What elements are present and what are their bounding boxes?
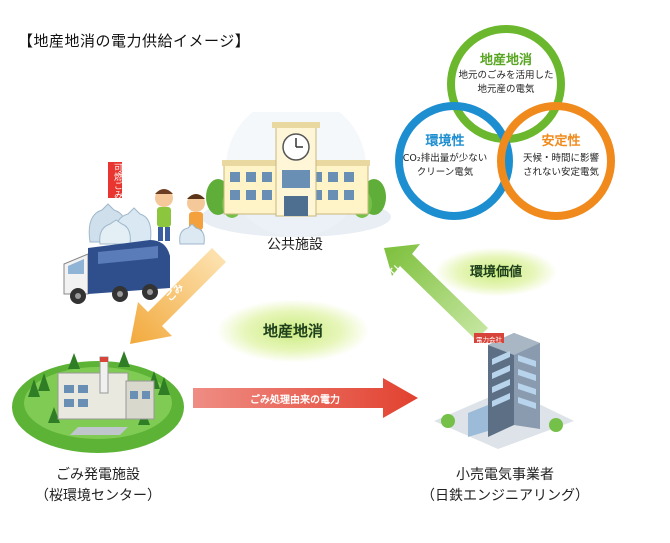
venn-env-line1: CO₂排出量が少ない bbox=[402, 153, 488, 164]
venn-stable-title: 安定性 bbox=[541, 134, 581, 149]
burnable-garbage-label: 可燃ごみ bbox=[112, 163, 122, 199]
center-label: 地産地消 bbox=[262, 322, 323, 340]
venn-stable-line2: されない安定電気 bbox=[522, 167, 599, 178]
venn-circle-stability bbox=[497, 102, 615, 220]
venn-local-line1: 地元のごみを活用した bbox=[458, 70, 554, 81]
venn-local-title: 地産地消 bbox=[479, 53, 532, 68]
retailer-label-line1: 小売電気事業者 bbox=[456, 467, 554, 483]
garbage-flow-arrow bbox=[120, 244, 230, 354]
venn-diagram: 地産地消 地元のごみを活用した 地元産の電気 環境性 CO₂排出量が少ない クリ… bbox=[395, 25, 615, 220]
venn-stable-line1: 天候・時間に影響 bbox=[522, 153, 599, 164]
power-sales-arrow bbox=[193, 378, 418, 418]
venn-env-line2: クリーン電気 bbox=[416, 167, 474, 178]
retailer-building-illustration bbox=[428, 325, 578, 450]
env-value-glow bbox=[436, 248, 556, 296]
public-facility-illustration bbox=[196, 97, 396, 237]
garbage-truck-illustration bbox=[58, 238, 178, 308]
diagram-title: 【地産地消の電力供給イメージ】 bbox=[18, 32, 251, 50]
company-sign-label: 電力会社 bbox=[476, 336, 502, 344]
center-glow bbox=[218, 300, 368, 362]
power-supply-arrow bbox=[380, 240, 500, 350]
retailer-label-line2: （日鉄エンジニアリング） bbox=[421, 488, 589, 504]
env-value-label: 環境価値 bbox=[469, 265, 522, 280]
burnable-garbage-tag: 可燃ごみ bbox=[108, 163, 122, 199]
power-sales-arrow-label: ごみ処理由来の電力 bbox=[250, 395, 340, 406]
plant-label-line2: （桜環境センター） bbox=[35, 488, 161, 504]
venn-local-line2: 地元産の電気 bbox=[477, 84, 535, 95]
plant-label-line1: ごみ発電施設 bbox=[56, 467, 140, 483]
residents-garbage-illustration bbox=[86, 160, 226, 250]
public-facility-label: 公共施設 bbox=[267, 237, 323, 253]
venn-env-title: 環境性 bbox=[425, 134, 465, 149]
waste-power-plant-illustration bbox=[8, 335, 188, 455]
